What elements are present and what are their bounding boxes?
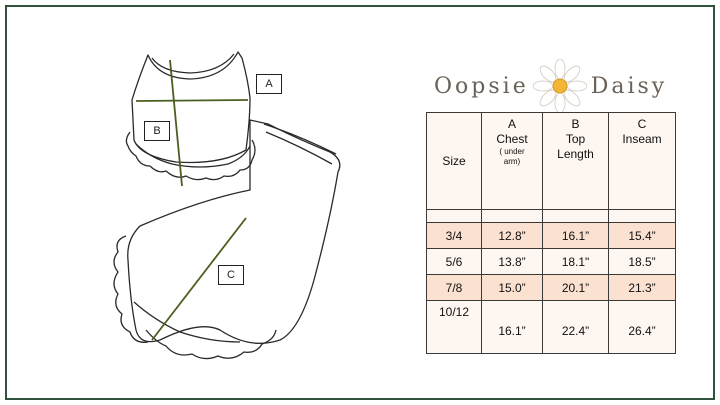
logo-word-oopsie: Oopsie [434, 73, 529, 99]
header-size: Size [426, 112, 482, 210]
table-row: 3/4 12.8” 16.1” 15.4” [426, 222, 676, 249]
cell-top-length: 22.4” [542, 300, 609, 354]
cell-chest: 13.8” [481, 248, 543, 275]
pants-ruffle-left [113, 235, 149, 343]
daisy-icon [532, 59, 587, 113]
header-top-length: B Top Length [542, 112, 609, 210]
tank-top [131, 51, 251, 164]
cell-chest: 16.1” [481, 300, 543, 354]
cell-inseam: 18.5” [608, 248, 676, 275]
cell-top-length: 16.1” [542, 222, 609, 249]
pants [127, 119, 341, 344]
callout-a: A [256, 74, 282, 94]
brand-logo: Oopsie Daisy [434, 58, 674, 114]
cell-size: 7/8 [426, 274, 482, 301]
cell-chest: 12.8” [481, 222, 543, 249]
cell-inseam: 21.3” [608, 274, 676, 301]
pants-ruffle-right [145, 329, 277, 360]
cell-top-length: 20.1” [542, 274, 609, 301]
cell-inseam: 26.4” [608, 300, 676, 354]
header-chest: A Chest ( under arm) [481, 112, 543, 210]
table-row: 10/12 16.1” 22.4” 26.4” [426, 300, 676, 354]
cell-top-length: 18.1" [542, 248, 609, 275]
cell-inseam: 15.4” [608, 222, 676, 249]
outfit-sketch [113, 51, 341, 360]
table-spacer-row [426, 209, 676, 223]
cell-size: 10/12 [426, 300, 482, 354]
callout-c: C [218, 265, 244, 285]
header-inseam: C Inseam [608, 112, 676, 210]
table-row: 7/8 15.0” 20.1” 21.3” [426, 274, 676, 301]
table-header-row: Size A Chest ( under arm) B Top Length C… [426, 112, 676, 210]
logo-word-daisy: Daisy [590, 73, 668, 99]
cell-size: 3/4 [426, 222, 482, 249]
size-chart-table: Size A Chest ( under arm) B Top Length C… [426, 112, 676, 354]
callout-b: B [144, 121, 170, 141]
top-ruffle [125, 131, 256, 181]
cell-size: 5/6 [426, 248, 482, 275]
cell-chest: 15.0” [481, 274, 543, 301]
table-row: 5/6 13.8” 18.1" 18.5” [426, 248, 676, 275]
